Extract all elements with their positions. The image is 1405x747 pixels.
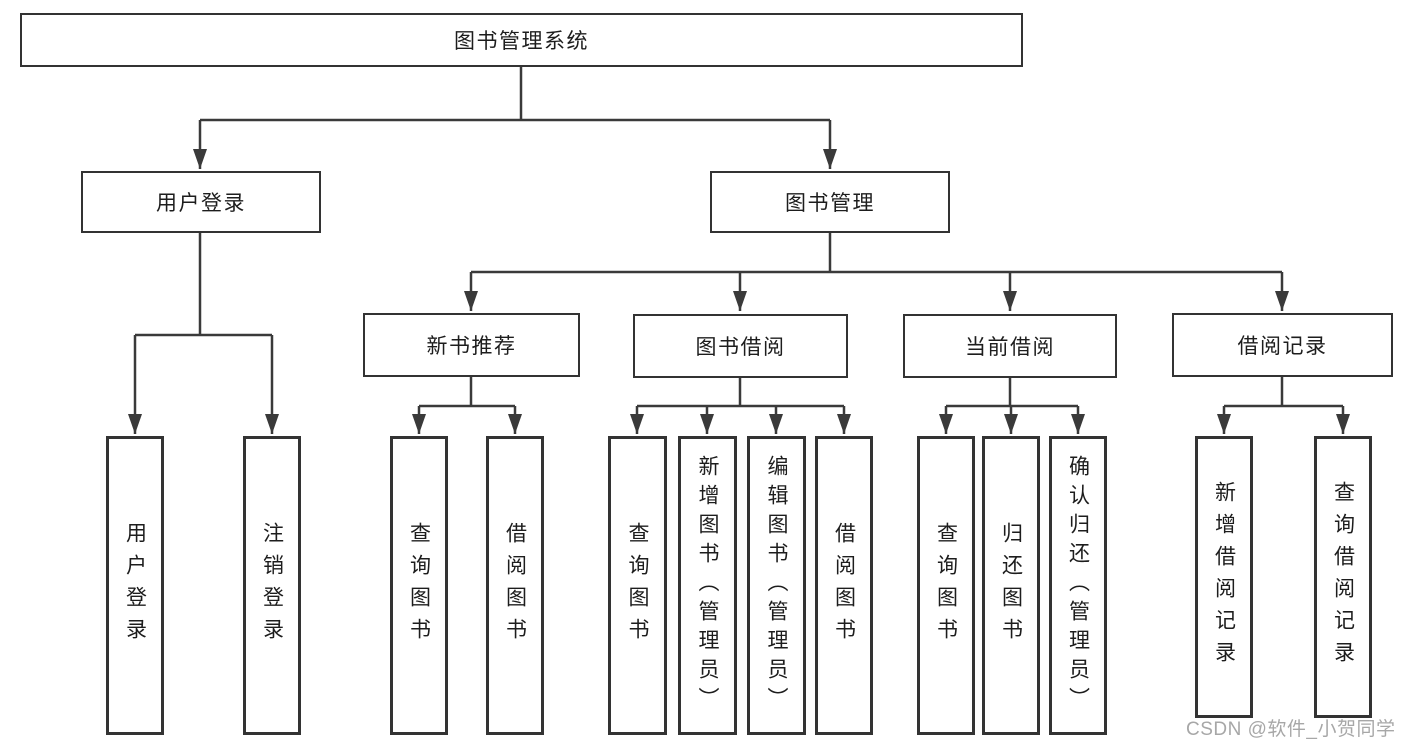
leaf-return-books: 归还图书 bbox=[982, 436, 1040, 735]
node-borrow-records-label: 借阅记录 bbox=[1237, 335, 1328, 358]
leaf-query-borrow-record-label: 查询借阅记录 bbox=[1331, 481, 1355, 673]
leaf-add-book-admin: 新增图书（管理员） bbox=[678, 436, 737, 735]
leaf-add-book-admin-label: 新增图书（管理员） bbox=[696, 455, 719, 716]
leaf-confirm-return-admin-label: 确认归还（管理员） bbox=[1066, 455, 1090, 716]
leaf-add-borrow-record: 新增借阅记录 bbox=[1195, 436, 1253, 718]
connector-stems bbox=[135, 67, 1343, 408]
leaf-logout-label: 注销登录 bbox=[260, 521, 284, 650]
leaf-add-borrow-record-label: 新增借阅记录 bbox=[1212, 481, 1236, 673]
node-user-login: 用户登录 bbox=[81, 171, 321, 233]
leaf-query-borrow-record: 查询借阅记录 bbox=[1314, 436, 1372, 718]
leaf-bookborrow-borrow-books-label: 借阅图书 bbox=[832, 521, 856, 650]
node-library-system: 图书管理系统 bbox=[20, 13, 1023, 67]
leaf-newbook-borrow-books: 借阅图书 bbox=[486, 436, 544, 735]
node-borrow-records: 借阅记录 bbox=[1172, 313, 1393, 377]
leaf-newbook-query-books: 查询图书 bbox=[390, 436, 448, 735]
node-book-management-label: 图书管理 bbox=[785, 192, 875, 215]
leaf-newbook-query-books-label: 查询图书 bbox=[407, 521, 431, 650]
node-user-login-label: 用户登录 bbox=[156, 192, 246, 215]
connector-arrows bbox=[128, 120, 1350, 434]
leaf-newbook-borrow-books-label: 借阅图书 bbox=[503, 521, 527, 650]
node-book-borrow-label: 图书借阅 bbox=[695, 336, 786, 359]
leaf-user-login-label: 用户登录 bbox=[123, 521, 147, 650]
node-book-management: 图书管理 bbox=[710, 171, 950, 233]
leaf-current-query-books-label: 查询图书 bbox=[934, 521, 958, 650]
leaf-return-books-label: 归还图书 bbox=[999, 521, 1023, 650]
node-book-borrow: 图书借阅 bbox=[633, 314, 848, 378]
node-current-borrow-label: 当前借阅 bbox=[965, 336, 1055, 359]
leaf-logout: 注销登录 bbox=[243, 436, 301, 735]
leaf-confirm-return-admin: 确认归还（管理员） bbox=[1049, 436, 1107, 735]
leaf-bookborrow-query-books-label: 查询图书 bbox=[626, 521, 649, 650]
leaf-edit-book-admin-label: 编辑图书（管理员） bbox=[765, 455, 788, 716]
csdn-watermark: CSDN @软件_小贺同学 bbox=[1186, 719, 1396, 740]
leaf-user-login: 用户登录 bbox=[106, 436, 164, 735]
node-current-borrow: 当前借阅 bbox=[903, 314, 1117, 378]
leaf-bookborrow-borrow-books: 借阅图书 bbox=[815, 436, 873, 735]
node-new-book-recommend-label: 新书推荐 bbox=[426, 335, 517, 358]
leaf-current-query-books: 查询图书 bbox=[917, 436, 975, 735]
leaf-edit-book-admin: 编辑图书（管理员） bbox=[747, 436, 806, 735]
leaf-bookborrow-query-books: 查询图书 bbox=[608, 436, 667, 735]
node-library-system-label: 图书管理系统 bbox=[454, 30, 589, 53]
node-new-book-recommend: 新书推荐 bbox=[363, 313, 580, 377]
